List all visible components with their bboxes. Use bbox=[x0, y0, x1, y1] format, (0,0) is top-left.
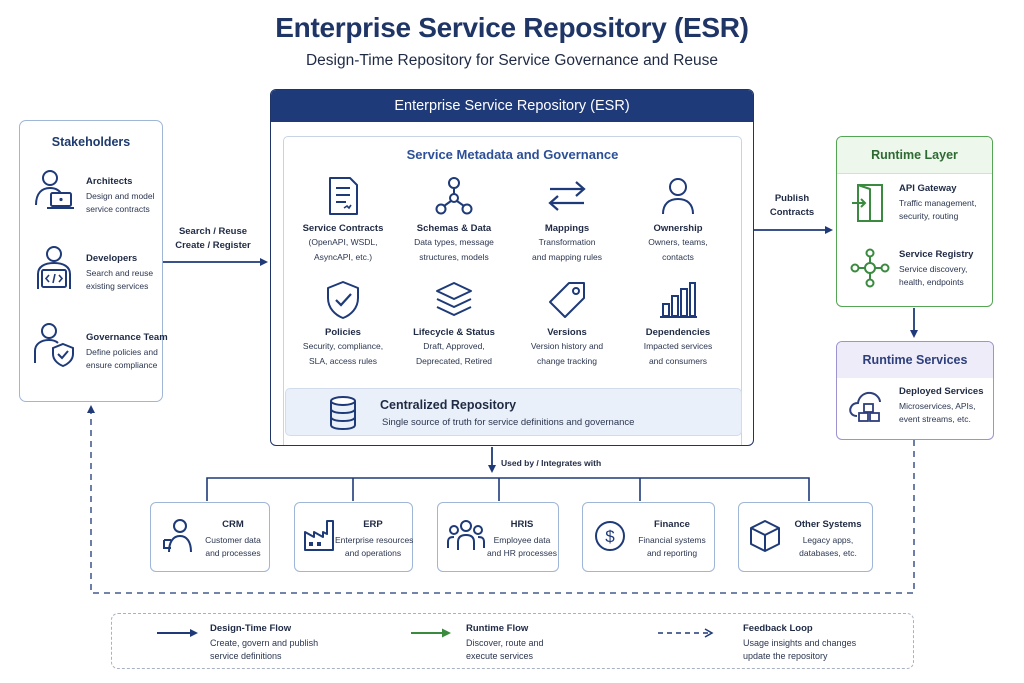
person-icon bbox=[662, 178, 694, 215]
meta-ownership: Ownership Owners, teams, contacts bbox=[623, 176, 733, 263]
cube-icon bbox=[750, 520, 780, 552]
developer-code-icon bbox=[37, 246, 71, 289]
legend-panel bbox=[111, 613, 914, 669]
system-finance-text: Finance Financial systems and reporting bbox=[638, 519, 706, 558]
runtime-layer-panel: Runtime Layer API Gateway Traffic manage… bbox=[836, 136, 993, 307]
meta-policies: Policies Security, compliance, SLA, acce… bbox=[288, 280, 398, 367]
publish-contracts-label: Publish Contracts bbox=[769, 193, 815, 218]
meta-lifecycle-status: Lifecycle & Status Draft, Approved, Depr… bbox=[399, 280, 509, 367]
metadata-title: Service Metadata and Governance bbox=[406, 147, 619, 162]
legend-feedback: Feedback Loop Usage insights and changes… bbox=[743, 623, 857, 661]
dollar-icon: $ bbox=[595, 521, 625, 551]
system-other-text: Other Systems Legacy apps, databases, et… bbox=[794, 519, 862, 558]
runtime-deployed-services: Deployed Services Microservices, APIs, e… bbox=[899, 386, 984, 424]
system-hris: HRIS Employee data and HR processes bbox=[437, 502, 559, 572]
architect-laptop-icon bbox=[35, 170, 74, 209]
stakeholder-governance-team: Governance Team Define policies and ensu… bbox=[86, 332, 168, 370]
governance-shield-person-icon bbox=[34, 323, 74, 367]
repository-title: Centralized Repository bbox=[380, 398, 517, 412]
stakeholders-panel: Stakeholders Architects Design and model… bbox=[19, 120, 168, 402]
runtime-layer-title: Runtime Layer bbox=[837, 137, 992, 174]
system-finance: $ Finance Financial systems and reportin… bbox=[582, 502, 715, 572]
esr-panel: Enterprise Service Repository (ESR) Serv… bbox=[270, 89, 754, 446]
runtime-services-title: Runtime Services bbox=[837, 342, 993, 378]
cloud-cubes-icon bbox=[849, 391, 881, 422]
runtime-services-panel: Runtime Services Deployed Services Micro… bbox=[836, 341, 994, 440]
system-other: Other Systems Legacy apps, databases, et… bbox=[738, 502, 873, 572]
meta-versions: Versions Version history and change trac… bbox=[512, 280, 622, 367]
meta-dependencies: Dependencies Impacted services and consu… bbox=[623, 280, 733, 367]
crm-people-icon bbox=[163, 519, 192, 553]
stakeholder-architects: Architects Design and model service cont… bbox=[86, 176, 155, 214]
system-hris-text: HRIS Employee data and HR processes bbox=[487, 519, 557, 558]
swap-arrows-icon bbox=[548, 181, 586, 211]
schema-tree-icon bbox=[435, 177, 473, 215]
runtime-service-registry: Service Registry Service discovery, heal… bbox=[899, 249, 974, 287]
service-metadata-panel: Service Metadata and Governance bbox=[283, 136, 742, 445]
tag-icon bbox=[549, 282, 585, 318]
search-reuse-label: Search / Reuse Create / Register bbox=[175, 226, 251, 251]
database-icon bbox=[330, 396, 356, 430]
system-erp: ERP Enterprise resources and operations bbox=[294, 502, 413, 572]
layers-icon bbox=[436, 282, 472, 316]
gateway-door-icon bbox=[852, 184, 883, 222]
page-subtitle: Design-Time Repository for Service Gover… bbox=[305, 52, 719, 69]
system-erp-text: ERP Enterprise resources and operations bbox=[335, 519, 414, 558]
feedback-loop-line bbox=[87, 405, 915, 594]
stakeholders-title: Stakeholders bbox=[51, 135, 131, 149]
used-by-label: Used by / Integrates with bbox=[501, 458, 602, 468]
runtime-api-gateway: API Gateway Traffic management, security… bbox=[899, 183, 977, 221]
meta-mappings: Mappings Transformation and mapping rule… bbox=[512, 176, 622, 263]
legend-runtime: Runtime Flow Discover, route and execute… bbox=[466, 623, 544, 661]
legend-design-time: Design-Time Flow Create, govern and publ… bbox=[210, 623, 319, 661]
system-crm: CRM Customer data and processes bbox=[150, 502, 270, 572]
registry-network-icon bbox=[850, 248, 890, 288]
centralized-repository: Centralized Repository Single source of … bbox=[285, 388, 742, 436]
repository-desc: Single source of truth for service defin… bbox=[382, 417, 635, 428]
svg-text:$: $ bbox=[605, 527, 615, 546]
meta-schemas-data: Schemas & Data Data types, message struc… bbox=[399, 176, 509, 263]
team-icon bbox=[447, 520, 485, 550]
factory-icon bbox=[304, 520, 334, 551]
page-title: Enterprise Service Repository (ESR) bbox=[275, 12, 749, 43]
document-icon bbox=[329, 177, 358, 215]
stakeholder-developers: Developers Search and reuse existing ser… bbox=[86, 253, 154, 291]
esr-header: Enterprise Service Repository (ESR) bbox=[271, 90, 753, 122]
shield-check-icon bbox=[327, 281, 359, 319]
system-crm-text: CRM Customer data and processes bbox=[205, 519, 261, 558]
bar-chart-icon bbox=[660, 282, 697, 318]
meta-service-contracts: Service Contracts (OpenAPI, WSDL, AsyncA… bbox=[288, 176, 398, 263]
systems-bus bbox=[206, 477, 810, 501]
